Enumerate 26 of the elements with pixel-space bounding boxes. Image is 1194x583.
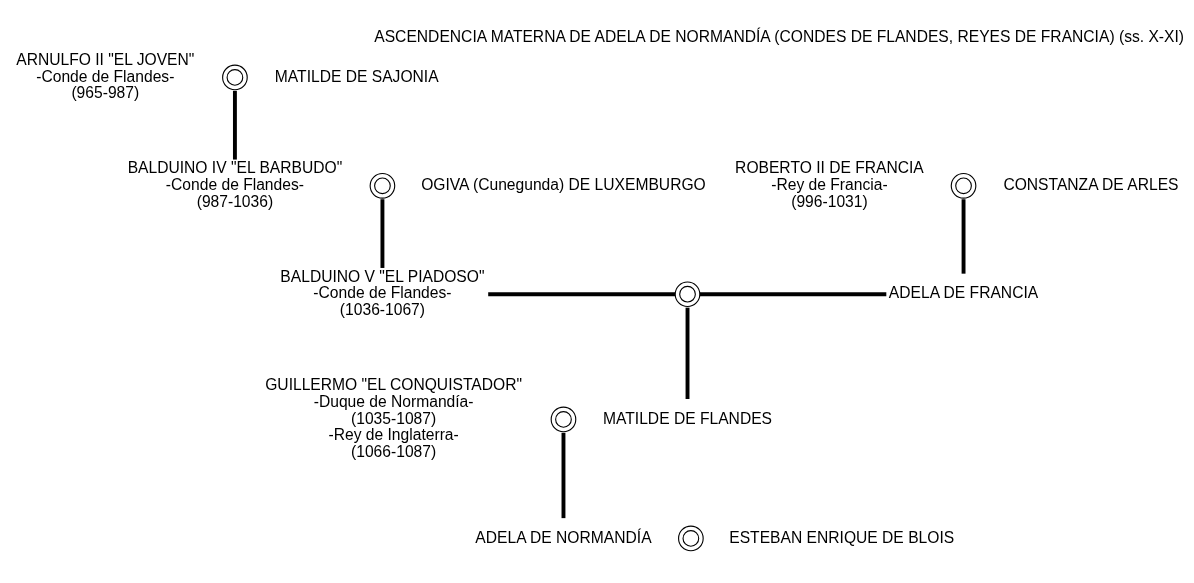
node-rings — [674, 280, 701, 307]
node-text: ARNULFO II "EL JOVEN" -Conde de Flandes- (965-987) — [16, 50, 195, 101]
node-text: ADELA DE NORMANDÍA — [475, 528, 652, 546]
node-rings — [369, 172, 396, 199]
node-text: ROBERTO II DE FRANCIA -Rey de Francia- (996-1031) — [735, 158, 924, 210]
node-text: ADELA DE FRANCIA — [888, 283, 1039, 301]
connector — [488, 291, 676, 296]
diagram-title: ASCENDENCIA MATERNA DE ADELA DE NORMANDÍA (CONDES DE FLANDES, REYES DE FRANCIA) (ss. X-XI) — [374, 27, 1185, 45]
node-text: MATILDE DE SAJONIA — [274, 67, 439, 85]
node-rings — [678, 525, 704, 551]
connector — [232, 90, 237, 160]
connector — [561, 432, 566, 518]
connector — [685, 307, 690, 399]
node-rings — [550, 406, 577, 432]
connector — [380, 198, 385, 268]
node-rings — [950, 172, 977, 199]
node-text: BALDUINO V "EL PIADOSO" -Conde de Flandes- (1036-1067) — [280, 267, 485, 318]
node-text: MATILDE DE FLANDES — [603, 409, 773, 427]
node-text: BALDUINO IV "EL BARBUDO" -Conde de Flandes- (987-1036) — [127, 158, 343, 210]
node-text: GUILLERMO "EL CONQUISTADOR" -Duque de Normandía- (1035-1087) -Rey de Inglaterra- (1066-1087) — [265, 375, 523, 460]
node-rings — [222, 64, 248, 90]
node-text: ESTEBAN ENRIQUE DE BLOIS — [729, 528, 955, 546]
connector — [961, 198, 966, 274]
connector — [699, 291, 887, 296]
node-text: CONSTANZA DE ARLES — [1003, 175, 1179, 193]
node-text: OGIVA (Cunegunda) DE LUXEMBURGO — [421, 175, 706, 193]
